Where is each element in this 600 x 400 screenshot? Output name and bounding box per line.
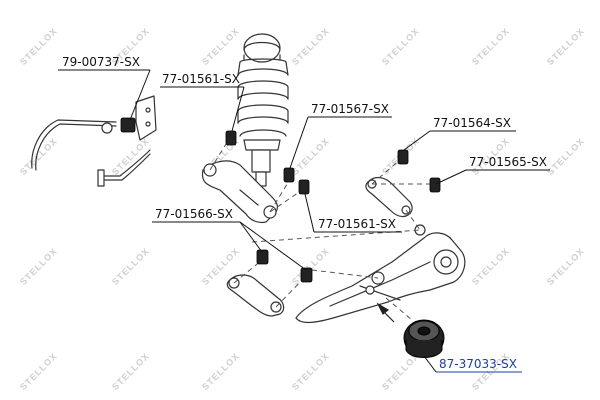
bushing (300, 267, 313, 283)
upper-control-arm (201, 160, 279, 224)
large-bushing (403, 319, 445, 358)
bushing (283, 167, 295, 183)
bushing (397, 149, 409, 165)
part-label-79-00737: 79-00737-SX (62, 55, 140, 69)
bushing (120, 117, 136, 133)
part-label-77-01567: 77-01567-SX (311, 102, 389, 116)
bushing (298, 179, 310, 195)
part-label-77-01561-upper: 77-01561-SX (162, 72, 240, 86)
bushing (225, 130, 237, 146)
stabilizer-bar (31, 95, 157, 187)
part-label-77-01564: 77-01564-SX (433, 116, 511, 130)
shock-absorber (237, 33, 289, 187)
bushing (429, 177, 441, 193)
part-label-77-01561-lower: 77-01561-SX (318, 217, 396, 231)
part-link-87-37033[interactable]: 87-37033-SX (439, 357, 517, 371)
bushing (256, 249, 269, 265)
part-label-77-01566: 77-01566-SX (155, 207, 233, 221)
arrow (376, 302, 395, 323)
part-label-77-01565: 77-01565-SX (469, 155, 547, 169)
